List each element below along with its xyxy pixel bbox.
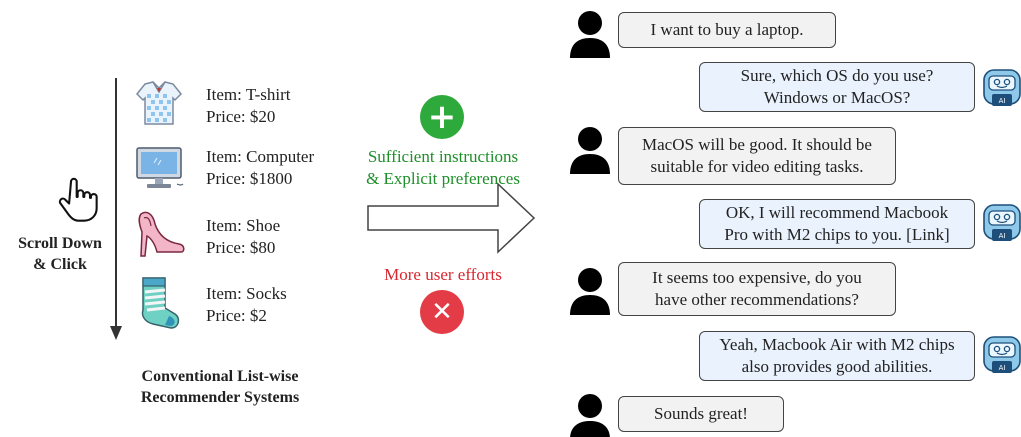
item-tshirt[interactable]: Item: T-shirt Price: $20 (206, 84, 291, 128)
disadvantage-line: More user efforts (384, 265, 502, 284)
item-shoe[interactable]: Item: Shoe Price: $80 (206, 215, 280, 259)
list-recommender-caption: Conventional List-wise Recommender Syste… (112, 366, 328, 408)
item-price: Price: $20 (206, 107, 276, 126)
item-price: Price: $2 (206, 306, 267, 325)
cross-circle-icon: ✕ (420, 290, 464, 334)
message-line: have other recommendations? (655, 290, 859, 309)
robot-avatar-icon: AI (983, 69, 1021, 106)
robot-avatar-icon: AI (983, 204, 1021, 241)
shoe-icon (138, 211, 185, 257)
caption-line-1: Conventional List-wise (141, 368, 299, 385)
advantage-line-2: & Explicit preferences (366, 169, 520, 188)
item-name: Item: Socks (206, 284, 287, 303)
caption-line-2: Recommender Systems (140, 389, 300, 406)
advantage-line-1: Sufficient instructions (367, 147, 519, 166)
scroll-label-line-1: Scroll Down (18, 235, 102, 252)
user-message: Sounds great! (618, 396, 784, 432)
scroll-axis-line (115, 78, 117, 328)
ai-badge-text: AI (999, 97, 1006, 105)
ai-message: Yeah, Macbook Air with M2 chips also pro… (699, 331, 975, 381)
message-line: Sure, which OS do you use? (740, 66, 934, 85)
message-line: OK, I will recommend Macbook (725, 203, 949, 222)
pointing-hand-icon (58, 177, 98, 222)
tshirt-icon (135, 81, 183, 125)
message-line: Windows or MacOS? (763, 88, 911, 107)
item-price: Price: $80 (206, 238, 276, 257)
advantage-text: Sufficient instructions & Explicit prefe… (352, 146, 534, 190)
ai-badge-text: AI (999, 232, 1006, 240)
item-name: Item: Shoe (206, 216, 281, 235)
item-computer[interactable]: Item: Computer Price: $1800 (206, 146, 314, 190)
times-glyph: ✕ (431, 297, 453, 327)
ai-message: Sure, which OS do you use? Windows or Ma… (699, 62, 975, 112)
plus-glyph: + (427, 97, 457, 137)
item-price: Price: $1800 (206, 169, 293, 188)
item-name: Item: Computer (206, 147, 315, 166)
ai-message: OK, I will recommend Macbook Pro with M2… (699, 199, 975, 249)
item-socks[interactable]: Item: Socks Price: $2 (206, 283, 287, 327)
message-line: suitable for video editing tasks. (650, 157, 864, 176)
disadvantage-text: More user efforts (352, 264, 534, 286)
computer-icon (136, 147, 184, 188)
scroll-label-line-2: & Click (33, 256, 87, 273)
message-line: Yeah, Macbook Air with M2 chips (719, 335, 955, 354)
scroll-down-label: Scroll Down & Click (8, 233, 112, 275)
message-line: Sounds great! (654, 404, 748, 423)
robot-avatar-icon: AI (983, 336, 1021, 373)
ai-badge-text: AI (999, 364, 1006, 372)
user-avatar-icon (570, 11, 610, 58)
right-arrow-icon (367, 182, 536, 254)
message-line: Pro with M2 chips to you. [Link] (724, 225, 950, 244)
user-avatar-icon (570, 127, 610, 174)
user-avatar-icon (570, 394, 610, 437)
user-message: I want to buy a laptop. (618, 12, 836, 48)
sock-icon (141, 277, 180, 329)
message-line: MacOS will be good. It should be (642, 135, 872, 154)
message-line: also provides good abilities. (741, 357, 933, 376)
user-message: MacOS will be good. It should be suitabl… (618, 127, 896, 185)
user-message: It seems too expensive, do you have othe… (618, 262, 896, 316)
message-line: It seems too expensive, do you (652, 268, 862, 287)
message-line: I want to buy a laptop. (650, 20, 804, 39)
item-name: Item: T-shirt (206, 85, 291, 104)
plus-circle-icon: + (420, 95, 464, 139)
scroll-down-arrow-icon (110, 326, 122, 340)
user-avatar-icon (570, 268, 610, 315)
